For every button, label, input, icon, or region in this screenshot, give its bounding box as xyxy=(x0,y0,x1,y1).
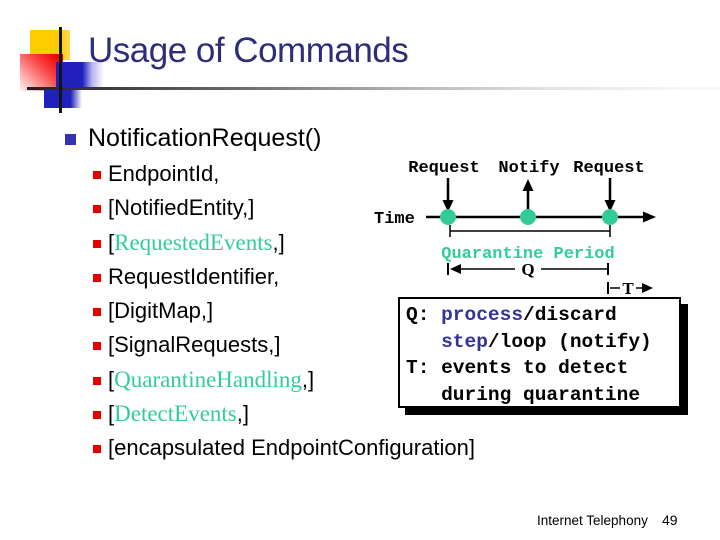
deco-vertical-line xyxy=(59,27,62,113)
red-bullet-icon xyxy=(93,171,101,179)
list-item-text: EndpointId, xyxy=(108,160,219,188)
list-item: [encapsulated EndpointConfiguration] xyxy=(90,434,570,468)
legend-text: T: xyxy=(406,357,442,379)
legend-text: /loop (notify) xyxy=(487,330,652,353)
item-text-plain: [DigitMap,] xyxy=(108,298,214,324)
item-text-teal: RequestedEvents xyxy=(114,229,273,255)
parameter-list: EndpointId, [NotifiedEntity,] [Requested… xyxy=(90,160,570,469)
legend-text: during quarantine xyxy=(441,383,641,406)
red-bullet-icon xyxy=(93,445,101,454)
event-dot xyxy=(602,209,618,225)
legend-text: Q: xyxy=(406,304,442,326)
event-dot xyxy=(440,209,456,225)
page-number: 49 xyxy=(662,512,678,528)
item-text-plain: [ xyxy=(108,401,115,427)
page-title: Usage of Commands xyxy=(88,31,409,70)
t-label: T xyxy=(622,279,634,298)
red-bullet-icon xyxy=(93,342,101,351)
notify-label: Notify xyxy=(498,159,559,178)
red-bullet-icon xyxy=(93,376,101,385)
legend-keyword: process xyxy=(441,304,524,326)
title-rule xyxy=(27,87,720,90)
list-item-text: [NotifiedEntity,] xyxy=(108,194,254,222)
item-text-plain: [ xyxy=(108,366,115,392)
quarantine-bracket xyxy=(449,225,611,237)
item-text-plain: [SignalRequests,] xyxy=(108,332,281,358)
event-dot xyxy=(520,209,536,225)
legend-line: Q: process/discard xyxy=(406,302,679,329)
list-item: [QuarantineHandling,] xyxy=(90,366,570,400)
time-axis xyxy=(426,211,656,223)
red-bullet-icon xyxy=(93,273,101,282)
list-item-text: RequestIdentifier, xyxy=(108,263,279,291)
legend-line: T: events to detect xyxy=(406,355,679,382)
item-text-plain: [encapsulated EndpointConfiguration] xyxy=(108,435,475,461)
list-item: [SignalRequests,] xyxy=(90,331,570,365)
list-item-text: [encapsulated EndpointConfiguration] xyxy=(108,434,475,462)
list-item-text: [SignalRequests,] xyxy=(108,331,280,359)
list-item: EndpointId, xyxy=(90,160,570,194)
deco-red-square xyxy=(20,54,63,91)
request1-label: Request xyxy=(408,159,479,178)
list-item-text: [QuarantineHandling,] xyxy=(108,366,314,394)
item-text-plain: RequestIdentifier, xyxy=(108,263,280,289)
legend-line: during quarantine xyxy=(406,382,679,409)
list-item-text: [RequestedEvents,] xyxy=(108,229,285,257)
list-item: [RequestedEvents,] xyxy=(90,229,570,263)
item-text-plain: ,] xyxy=(236,401,249,427)
deco-blue-bar xyxy=(56,62,104,88)
legend-text xyxy=(406,384,441,406)
legend-text: /discard xyxy=(523,304,617,326)
legend-line: step/loop (notify) xyxy=(406,329,679,356)
list-item: [DetectEvents,] xyxy=(90,400,570,434)
quarantine-timeline-diagram: Request Notify Request Time xyxy=(374,159,656,298)
time-label: Time xyxy=(374,210,415,229)
request2-label: Request xyxy=(573,159,644,178)
list-heading: NotificationRequest() xyxy=(88,124,322,152)
list-item: [DigitMap,] xyxy=(90,297,570,331)
q-measure xyxy=(447,263,609,275)
item-text-plain: ,] xyxy=(272,229,285,255)
red-bullet-icon xyxy=(93,205,101,214)
item-text-teal: QuarantineHandling xyxy=(114,366,302,392)
list-item-text: [DetectEvents,] xyxy=(108,400,249,428)
quarantine-period-label: Quarantine Period xyxy=(441,245,614,264)
legend-box: Q: process/discard step/loop (notify) T:… xyxy=(398,297,681,408)
item-text-plain: ,] xyxy=(301,366,315,392)
notify-up-arrow xyxy=(522,179,534,211)
request2-down-arrow xyxy=(604,178,616,212)
legend-keyword: step xyxy=(441,330,488,353)
t-measure xyxy=(607,282,653,294)
footer-title: Internet Telephony xyxy=(537,513,648,528)
legend-text xyxy=(406,331,441,353)
deco-blue-bar-lower xyxy=(44,88,82,108)
list-item: [NotifiedEntity,] xyxy=(90,194,570,228)
request1-down-arrow xyxy=(442,178,454,212)
item-text-plain: EndpointId, xyxy=(108,161,220,186)
list-item: RequestIdentifier, xyxy=(90,263,570,297)
list-item-text: [DigitMap,] xyxy=(108,297,213,325)
red-bullet-icon xyxy=(93,308,101,317)
q-label: Q xyxy=(521,260,534,279)
legend-text: events to detect xyxy=(441,357,629,379)
item-text-teal: DetectEvents xyxy=(114,401,237,427)
red-bullet-icon xyxy=(93,239,101,248)
main-bullet-square xyxy=(65,134,76,145)
item-text-plain: [ xyxy=(108,229,115,255)
item-text-plain: [NotifiedEntity,] xyxy=(108,195,255,221)
red-bullet-icon xyxy=(93,411,101,420)
